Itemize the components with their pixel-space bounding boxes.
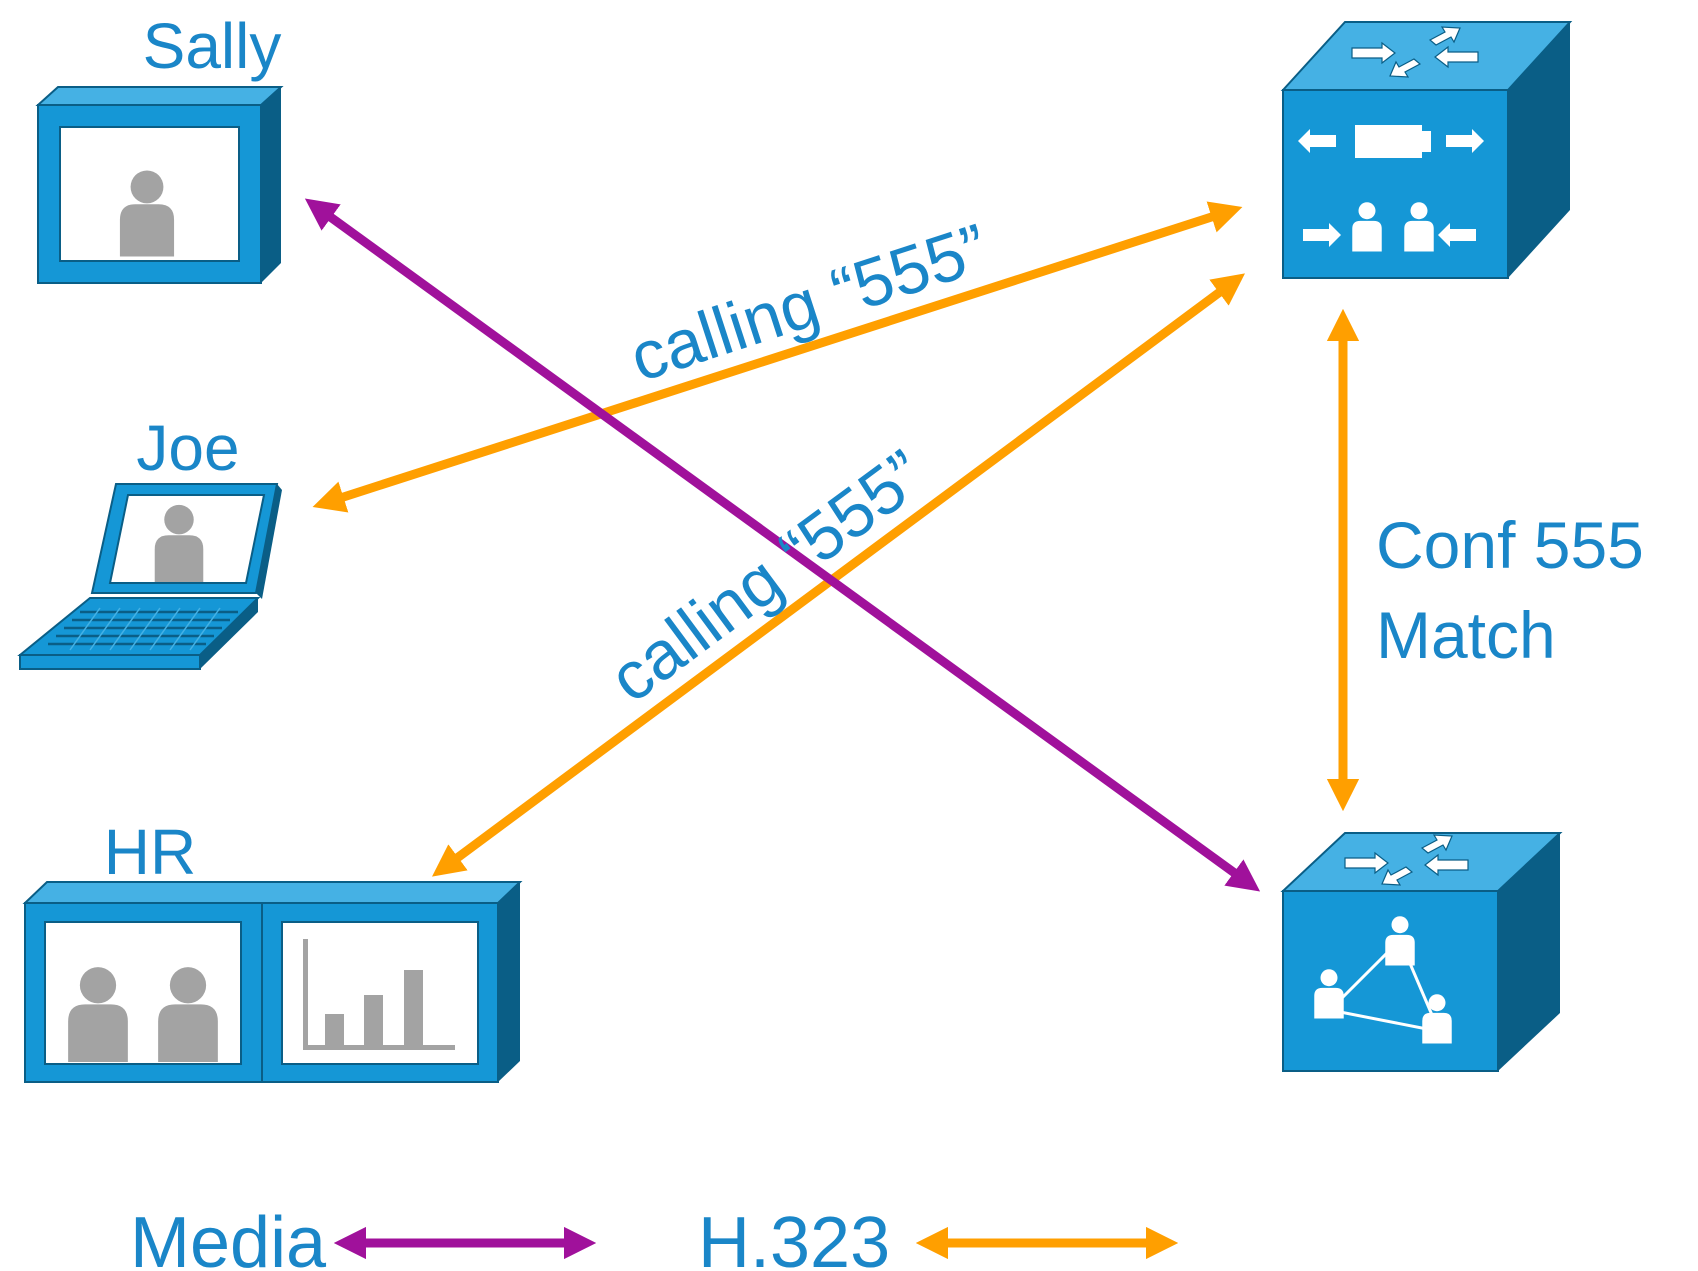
sally-endpoint[interactable]: Sally	[35, 10, 284, 284]
joe-label: Joe	[136, 412, 239, 484]
conference-bridge-icon	[1280, 832, 1563, 1072]
legend-h323-label: H.323	[698, 1203, 890, 1271]
conference-gateway-icon	[1280, 21, 1573, 279]
legend: Media H.323	[130, 1203, 1179, 1271]
sally-mcu-media-arrow	[304, 198, 1261, 892]
hr-endpoint[interactable]: HR	[22, 816, 523, 1083]
laptop-icon	[17, 483, 282, 670]
legend-media-label: Media	[130, 1203, 327, 1271]
gatekeeper-device[interactable]	[1280, 21, 1573, 279]
hr-label: HR	[104, 816, 196, 888]
joe-gatekeeper-h323-arrow	[312, 201, 1243, 513]
conf-match-label-line2: Match	[1376, 598, 1556, 672]
joe-endpoint[interactable]: Joe	[17, 412, 282, 670]
connections	[304, 198, 1360, 892]
video-endpoint-icon	[35, 86, 284, 284]
hr-gatekeeper-h323-arrow	[431, 273, 1246, 877]
hr-call-label: calling “555”	[596, 436, 939, 717]
dual-screen-endpoint-icon	[22, 881, 523, 1083]
mcu-device[interactable]	[1280, 832, 1563, 1072]
sally-label: Sally	[143, 10, 282, 82]
conf-match-label-line1: Conf 555	[1376, 508, 1644, 582]
